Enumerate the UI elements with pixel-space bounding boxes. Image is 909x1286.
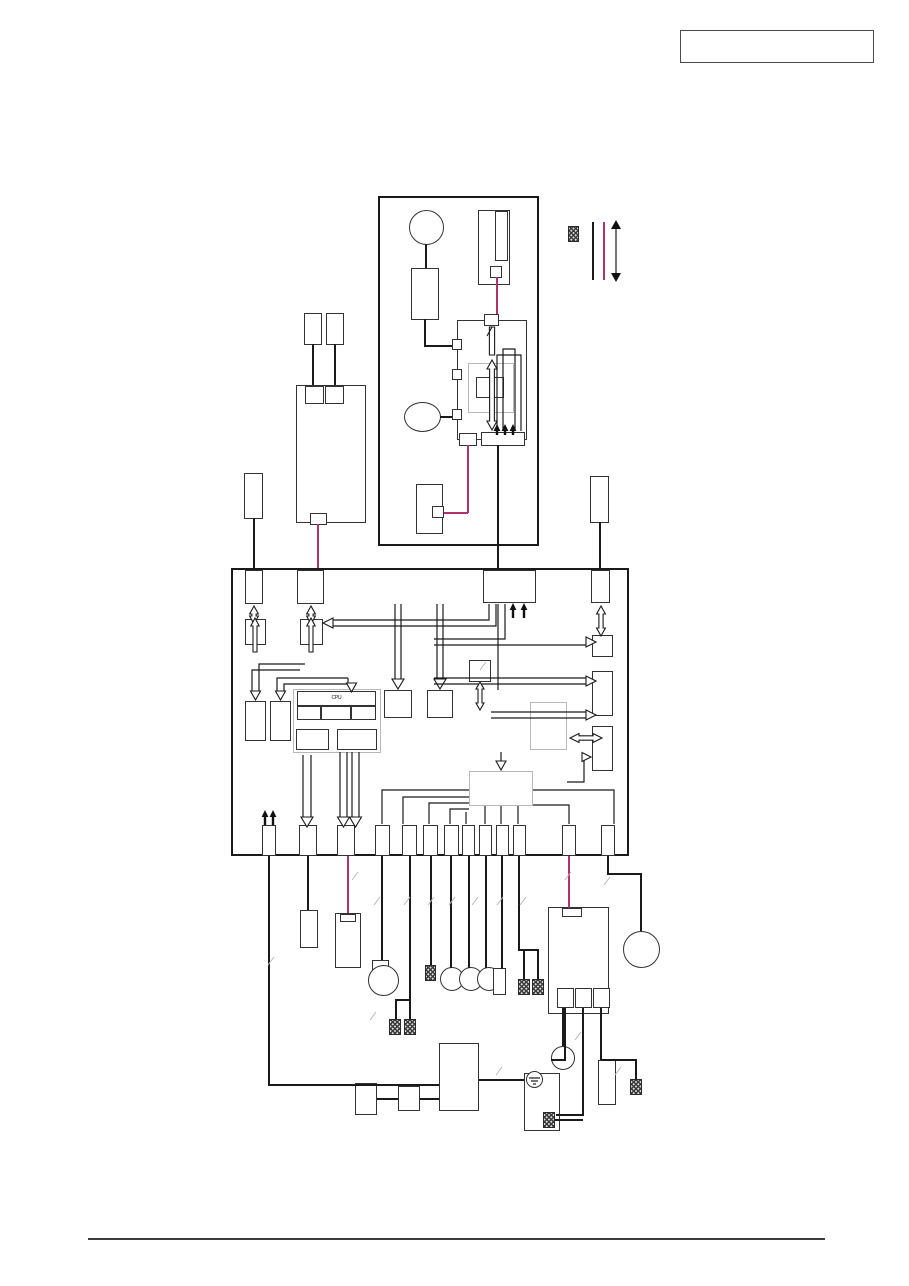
upper-control-unit-terminal-b xyxy=(452,369,462,380)
harness-component-4 xyxy=(598,1060,616,1105)
left-block-a xyxy=(304,313,322,345)
upper-round-component-2 xyxy=(404,402,441,432)
harness-module-right-pin-2 xyxy=(575,988,592,1008)
harness-ground-2 xyxy=(404,1019,416,1035)
harness-component-2-terminal xyxy=(340,914,356,922)
harness-module-right-pin-3 xyxy=(593,988,610,1008)
upper-trunk-wire-to-board xyxy=(497,445,499,575)
board-pin-9 xyxy=(479,825,492,856)
header-note-box xyxy=(680,30,874,63)
legend-shield-pad-icon xyxy=(568,226,579,242)
cpu-cell-2 xyxy=(321,706,351,720)
harness-bottom-unit-indicator xyxy=(526,1071,543,1088)
board-block-pwr xyxy=(427,690,453,718)
cpu-cell-1 xyxy=(297,706,321,720)
board-block-l2 xyxy=(300,619,323,645)
upper-control-unit-terminal-c xyxy=(452,409,462,420)
left-block-b xyxy=(326,313,344,345)
upper-wire-round2-to-unit xyxy=(440,416,462,418)
board-block-m2 xyxy=(530,702,567,750)
board-block-r2 xyxy=(592,671,613,716)
upper-wire-round1-to-block xyxy=(425,244,427,269)
upper-block-3-terminal xyxy=(432,506,444,518)
board-block-m1 xyxy=(469,660,491,682)
harness-module-right-pin-1 xyxy=(557,988,574,1008)
harness-ground-4 xyxy=(518,979,530,995)
left-main-module xyxy=(296,385,366,523)
board-block-mem xyxy=(296,729,329,750)
upper-magenta-wire-2-horizontal xyxy=(438,512,468,514)
right-wire-top-to-board xyxy=(599,522,601,574)
harness-bottom-block-1 xyxy=(355,1083,377,1115)
board-pin-1 xyxy=(262,825,276,856)
upper-wire-block1-down xyxy=(424,319,426,347)
board-pin-2 xyxy=(299,825,317,856)
board-block-l4 xyxy=(270,701,291,741)
board-block-drv xyxy=(384,690,412,718)
left-magenta-wire-to-board xyxy=(317,524,319,574)
footer-rule xyxy=(88,1238,825,1240)
harness-component-3 xyxy=(493,968,506,995)
board-pin-7 xyxy=(444,825,459,856)
upper-magenta-wire-2-vertical xyxy=(467,445,469,513)
upper-block-2-inner-bar xyxy=(495,211,508,261)
board-pin-10 xyxy=(496,825,509,856)
board-output-driver xyxy=(469,771,533,806)
left-main-module-terminal-a xyxy=(305,386,324,404)
left-wire-c-to-board xyxy=(253,518,255,574)
upper-magenta-wire-1 xyxy=(496,277,498,322)
upper-round-component-1 xyxy=(409,210,444,245)
upper-wire-block1-right xyxy=(424,345,460,347)
legend-double-arrow-icon xyxy=(611,220,621,282)
board-connector-top-4 xyxy=(591,570,610,603)
harness-sensor-5 xyxy=(623,931,660,968)
board-pin-12 xyxy=(562,825,576,856)
board-block-r3 xyxy=(592,726,613,771)
harness-module-right-top-terminal xyxy=(562,908,582,917)
board-pin-6 xyxy=(423,825,438,856)
left-main-module-terminal-b xyxy=(325,386,344,404)
right-block-top xyxy=(590,476,609,523)
board-connector-top-2 xyxy=(297,570,324,604)
board-block-l1 xyxy=(245,619,266,645)
cpu-cell-3 xyxy=(351,706,376,720)
left-wire-a xyxy=(312,344,314,386)
harness-ground-1 xyxy=(389,1019,401,1035)
harness-ground-3 xyxy=(425,965,436,981)
harness-ground-7 xyxy=(630,1079,642,1095)
cpu-header-label: CPU xyxy=(331,695,342,701)
board-block-l3 xyxy=(245,701,266,741)
board-pin-11 xyxy=(513,825,526,856)
harness-ground-5 xyxy=(532,979,544,995)
harness-bottom-module xyxy=(439,1043,479,1111)
harness-ground-6 xyxy=(543,1112,555,1128)
upper-unit-bottom-terminal-strip xyxy=(481,432,525,446)
harness-component-1 xyxy=(300,910,318,948)
harness-sensor-1 xyxy=(368,965,399,996)
upper-block-1 xyxy=(411,268,439,320)
upper-control-unit-core-label-box xyxy=(476,377,504,398)
board-block-io xyxy=(337,729,377,750)
board-pin-13 xyxy=(601,825,615,856)
harness-bottom-block-2 xyxy=(398,1086,420,1111)
board-pin-5 xyxy=(402,825,417,856)
upper-control-unit-top-terminal xyxy=(484,314,499,326)
board-pin-8 xyxy=(462,825,475,856)
upper-control-unit-terminal-a xyxy=(452,339,462,350)
board-block-r1 xyxy=(592,635,613,657)
left-block-c xyxy=(244,473,263,519)
board-pin-4 xyxy=(375,825,390,856)
board-pin-3 xyxy=(337,825,355,856)
board-connector-top-1 xyxy=(245,570,263,604)
legend-magenta-wire-icon xyxy=(603,222,605,280)
left-wire-b xyxy=(334,344,336,386)
board-connector-top-3 xyxy=(483,570,536,603)
harness-sensor-6 xyxy=(551,1046,575,1070)
legend-black-wire-icon xyxy=(592,222,594,280)
